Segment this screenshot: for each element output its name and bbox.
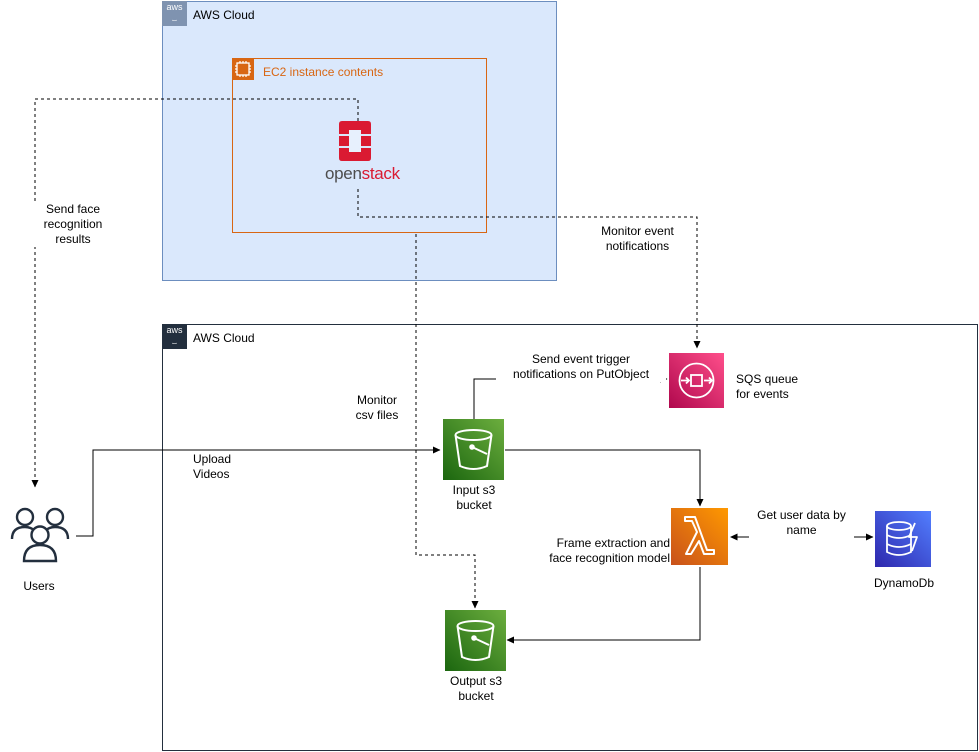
edge-monitor-csv — [415, 234, 479, 609]
label-send-trigger: Send event trigger notifications on PutO… — [496, 352, 666, 382]
input-bucket-label: Input s3 bucket — [452, 483, 496, 512]
ec2-chip-icon — [232, 58, 254, 80]
aws-logo-icon: aws⌣ — [162, 324, 187, 349]
openstack-wordmark: openstack — [325, 164, 400, 184]
output-s3-bucket-icon[interactable] — [445, 610, 506, 671]
ec2-group-label: EC2 instance contents — [263, 65, 384, 79]
users-label: Users — [23, 579, 55, 593]
edge-send-results — [31, 98, 359, 488]
edge-send-trigger — [473, 375, 668, 419]
lambda-icon[interactable] — [671, 508, 728, 565]
label-get-user-data: Get user data by name — [749, 508, 854, 538]
aws-cloud-bottom-label: AWS Cloud — [193, 331, 255, 345]
openstack-word-stack: stack — [361, 164, 400, 183]
edge-lambda-to-output — [506, 567, 701, 644]
users-icon[interactable] — [9, 505, 71, 565]
label-monitor-csv: Monitor csv files — [347, 393, 407, 423]
aws-cloud-top-label: AWS Cloud — [193, 8, 255, 22]
sqs-icon[interactable] — [669, 353, 724, 408]
label-send-results: Send face recognition results — [28, 202, 118, 247]
edge-input-to-lambda — [505, 449, 704, 507]
aws-cloud-group-top[interactable] — [162, 1, 557, 281]
input-s3-bucket-icon[interactable] — [443, 419, 504, 480]
aws-logo-icon: aws⌣ — [162, 1, 187, 26]
sqs-label: SQS queue for events — [736, 372, 799, 401]
lambda-label: Frame extraction and face recognition mo… — [549, 536, 670, 565]
label-monitor-events: Monitor event notifications — [580, 224, 695, 254]
edge-monitor-events — [357, 189, 701, 349]
output-bucket-label: Output s3 bucket — [449, 674, 503, 703]
ec2-instance-group[interactable] — [232, 58, 487, 233]
openstack-logo-icon[interactable] — [336, 120, 374, 162]
dynamodb-label: DynamoDb — [873, 576, 935, 590]
label-upload-videos: Upload Videos — [193, 452, 232, 482]
openstack-word-open: open — [325, 164, 362, 183]
edge-upload-videos — [76, 446, 441, 537]
dynamodb-icon[interactable] — [875, 511, 931, 567]
